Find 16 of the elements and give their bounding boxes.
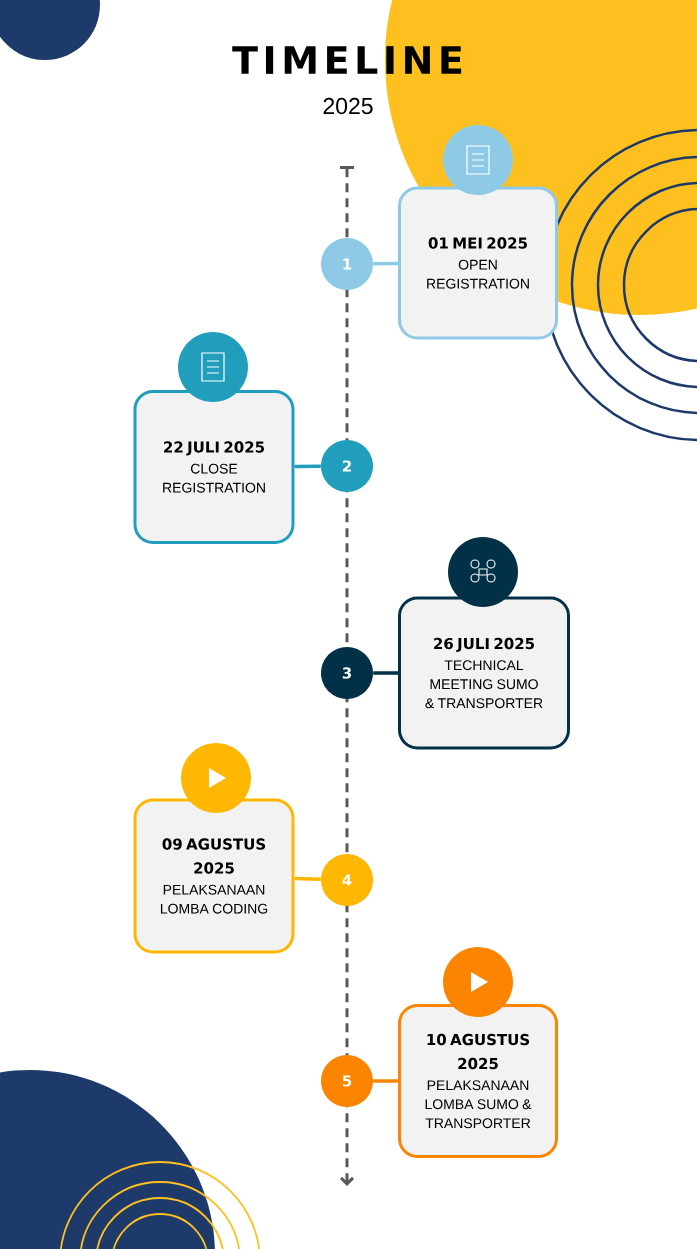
event-box: 22 JULI 2025 CLOSE REGISTRATION	[133, 390, 295, 544]
icon-circle	[181, 743, 251, 813]
icon-circle	[178, 332, 248, 402]
connector-line	[373, 261, 398, 266]
icon-circle	[443, 125, 513, 195]
event-box: 10 AGUSTUS 2025 PELAKSANAAN LOMBA SUMO & TRANSPORTER	[398, 1004, 558, 1158]
event-box: 01 MEI 2025 OPEN REGISTRATION	[398, 186, 558, 340]
icon-circle	[448, 537, 518, 607]
icon-circle	[443, 947, 513, 1017]
event-box: 09 AGUSTUS 2025 PELAKSANAAN LOMBA CODING	[133, 798, 295, 954]
connector-line	[373, 671, 398, 675]
connector-line	[294, 876, 321, 881]
connector-line	[294, 464, 321, 469]
connector-line	[373, 1079, 398, 1083]
event-box: 26 JULI 2025 TECHNICAL MEETING SUMO & TRANSPORTER	[398, 596, 570, 750]
subtitle: 2025	[323, 97, 373, 115]
